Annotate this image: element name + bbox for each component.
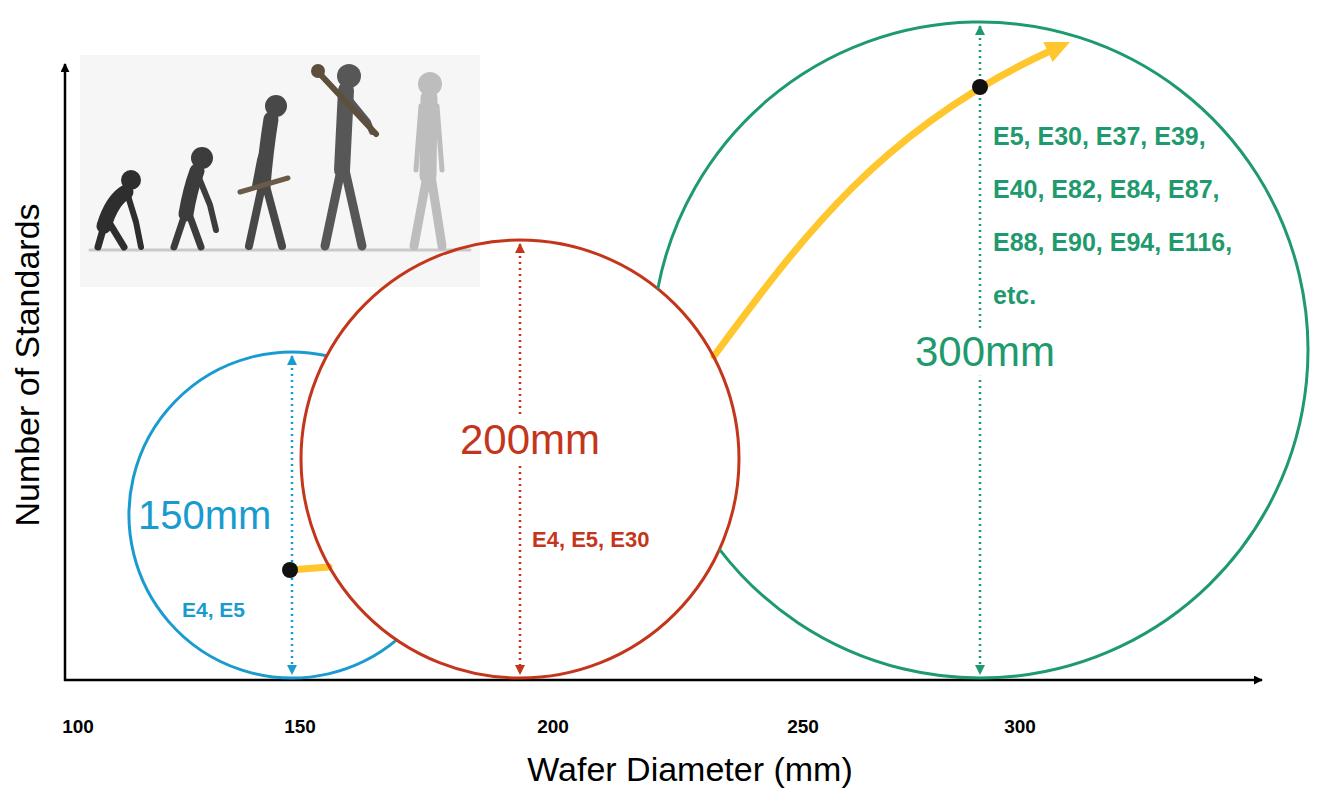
axis-title: Number of Standards: [8, 203, 47, 526]
hominid-figure: [311, 64, 376, 246]
size-label: 200mm: [456, 416, 604, 464]
y-axis: [64, 64, 67, 681]
data-dot: [972, 79, 988, 95]
tick-label: 200: [537, 716, 569, 738]
human-figure: [428, 98, 429, 176]
hominid-figure: [240, 178, 288, 192]
circle-outline: [658, 22, 1308, 678]
trend-arrow: [714, 52, 1048, 356]
tick-label: 300: [1004, 716, 1036, 738]
ape-figure: [186, 171, 197, 214]
circle-outline: [129, 352, 397, 678]
x-axis: [64, 679, 1262, 682]
human-figure: [414, 72, 442, 246]
standards-list: E5, E30, E37, E39, E40, E82, E84, E87, E…: [993, 110, 1261, 322]
ape-figure: [104, 192, 126, 226]
ape-figure: [174, 214, 201, 247]
hominid-figure: [249, 186, 282, 246]
circle-outline: [301, 240, 739, 678]
data-dot: [282, 562, 298, 578]
wafer-circle: 300mm E5, E30, E37, E39, E40, E82, E84, E…: [652, 22, 1308, 678]
standards-list: E4, E5: [182, 598, 245, 622]
hominid-figure: [255, 128, 270, 186]
ape-figure: [98, 170, 141, 247]
ape-figure: [98, 224, 124, 247]
ape-figure: [199, 178, 216, 230]
ape-figure: [174, 147, 216, 247]
human-figure: [414, 176, 442, 246]
wafer-circle: 200mmE4, E5, E30: [301, 240, 739, 678]
evolution-illustration: [80, 55, 480, 287]
diameter-line: [291, 356, 294, 674]
axis-title: Wafer Diameter (mm): [527, 750, 853, 789]
hominid-figure: [240, 95, 288, 246]
wafer-circle: 150mmE4, E5: [129, 352, 455, 678]
tick-label: 250: [787, 716, 819, 738]
standards-list: E4, E5, E30: [532, 527, 649, 552]
size-label: 150mm: [138, 492, 271, 538]
human-figure: [416, 106, 442, 170]
trend-arrowhead: [1043, 42, 1070, 62]
ape-figure: [128, 196, 141, 247]
hominid-figure: [320, 74, 376, 134]
size-label: 300mm: [911, 328, 1059, 376]
illustration-ground: [80, 55, 480, 287]
hominid-figure: [325, 170, 362, 246]
hominid-figure: [311, 64, 325, 78]
tick-label: 150: [284, 716, 316, 738]
tick-label: 100: [62, 716, 94, 738]
